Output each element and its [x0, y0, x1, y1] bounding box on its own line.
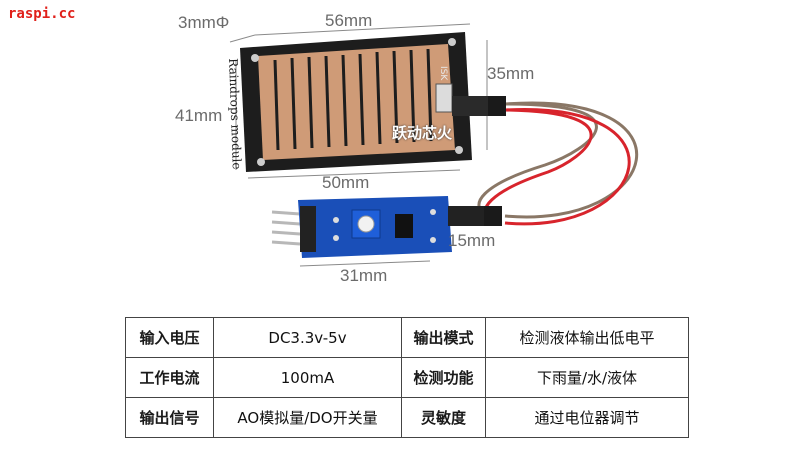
right-height-label: 35mm — [487, 64, 535, 83]
bottom-width-label: 50mm — [322, 173, 370, 192]
table-row: 输出信号 AO模拟量/DO开关量 灵敏度 通过电位器调节 — [125, 397, 689, 438]
spec-key: 输入电压 — [125, 317, 214, 358]
spec-value: 100mA — [213, 357, 402, 398]
spec-key: 灵敏度 — [401, 397, 486, 438]
table-row: 工作电流 100mA 检测功能 下雨量/水/液体 — [125, 357, 689, 398]
table-row: 输入电压 DC3.3v-5v 输出模式 检测液体输出低电平 — [125, 317, 689, 358]
hole-diameter-label: 3mmΦ — [178, 13, 230, 32]
spec-value: 下雨量/水/液体 — [485, 357, 689, 398]
spec-value: 通过电位器调节 — [485, 397, 689, 438]
spec-value: 检测液体输出低电平 — [485, 317, 689, 358]
board-small-label: ISK — [438, 66, 448, 81]
rain-sensor-board — [240, 32, 506, 172]
spec-value: AO模拟量/DO开关量 — [213, 397, 402, 438]
brand-label: 跃动芯火 — [392, 124, 453, 142]
spec-value: DC3.3v-5v — [213, 317, 402, 358]
spec-key: 检测功能 — [401, 357, 486, 398]
left-height-label: 41mm — [175, 106, 223, 125]
top-width-label: 56mm — [325, 11, 373, 30]
comparator-module — [271, 196, 502, 258]
dimension-lines — [229, 23, 488, 267]
module-width-label: 31mm — [340, 266, 388, 285]
module-height-label: 15mm — [448, 231, 496, 250]
watermark: raspi.cc — [8, 6, 76, 22]
spec-key: 输出模式 — [401, 317, 486, 358]
spec-key: 工作电流 — [125, 357, 214, 398]
product-illustration — [229, 23, 639, 267]
spec-table: 输入电压 DC3.3v-5v 输出模式 检测液体输出低电平 工作电流 100mA… — [125, 317, 689, 438]
spec-key: 输出信号 — [125, 397, 214, 438]
